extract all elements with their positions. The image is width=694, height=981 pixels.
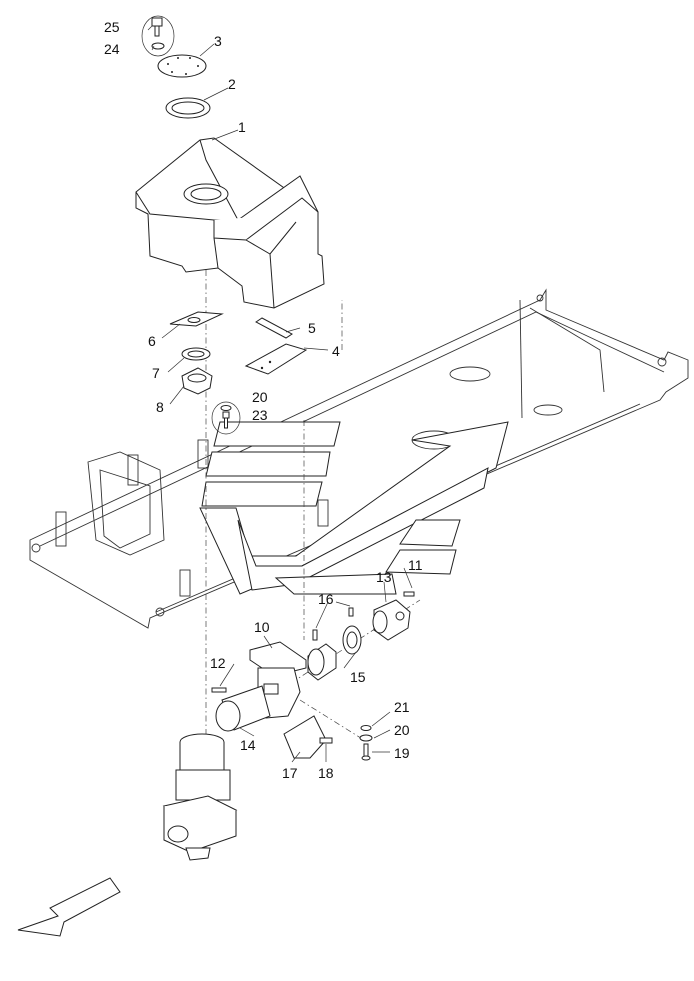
bracket-and-bolts [211, 687, 373, 761]
callout-7: 7 [152, 365, 160, 381]
callout-12: 12 [210, 655, 226, 671]
callout-10: 10 [254, 619, 270, 635]
callout-21: 21 [394, 699, 410, 715]
callout-18: 18 [318, 765, 334, 781]
callout-15: 15 [350, 669, 366, 685]
callout-1: 1 [238, 119, 246, 135]
direction-chevrons [199, 421, 509, 595]
callout-14: 14 [240, 737, 256, 753]
callout-labels: 25 24 3 2 1 5 4 6 7 8 20 23 13 11 16 10 … [104, 19, 423, 781]
flange-set [181, 347, 213, 395]
callout-6: 6 [148, 333, 156, 349]
callout-5: 5 [308, 320, 316, 336]
callout-4: 4 [332, 343, 340, 359]
callout-13: 13 [376, 569, 392, 585]
callout-17: 17 [282, 765, 298, 781]
direction-arrow-icon [17, 877, 121, 937]
callout-23: 23 [252, 407, 268, 423]
pump-housing [215, 641, 307, 732]
callout-11: 11 [408, 557, 423, 573]
screw-and-washer [211, 401, 241, 435]
callout-20-upper: 20 [252, 389, 268, 405]
callout-8: 8 [156, 399, 164, 415]
callout-19: 19 [394, 745, 410, 761]
callout-24: 24 [104, 41, 120, 57]
callout-20-lower: 20 [394, 722, 410, 738]
fuel-tank [135, 137, 325, 309]
callout-25: 25 [104, 19, 120, 35]
motor-unit [162, 733, 238, 861]
callout-2: 2 [228, 76, 236, 92]
callout-3: 3 [214, 33, 222, 49]
gasket [165, 97, 211, 119]
coupling-parts [307, 591, 415, 681]
callout-16: 16 [318, 591, 334, 607]
leader-lines [147, 25, 413, 763]
plates [169, 311, 308, 375]
bolt-and-washer [141, 15, 175, 57]
cover-plate [157, 54, 207, 78]
